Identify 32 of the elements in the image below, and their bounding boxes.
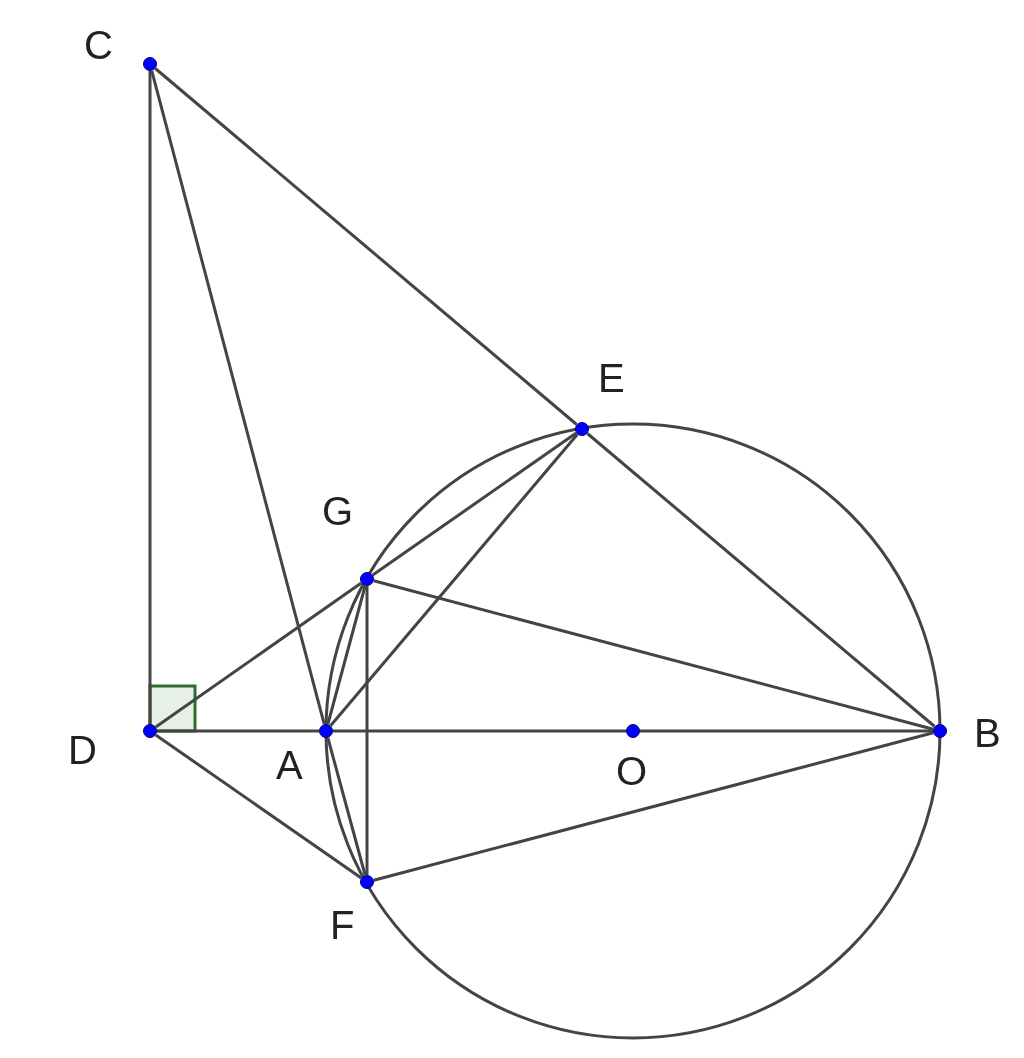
point-dot	[626, 724, 640, 738]
point-dot	[575, 422, 589, 436]
line-segment	[154, 733, 363, 880]
line-segment	[326, 737, 367, 876]
line-segment	[154, 581, 363, 729]
line-segment	[333, 729, 626, 733]
line-segment	[150, 70, 326, 725]
line-segment	[148, 71, 152, 724]
point-dot	[933, 724, 947, 738]
point-dot	[360, 875, 374, 889]
line-segment	[365, 586, 369, 875]
point-dot	[143, 57, 157, 71]
point-label: F	[330, 905, 355, 945]
point-dot	[319, 724, 333, 738]
line-segment	[640, 729, 933, 733]
line-segment	[373, 731, 934, 882]
line-segment	[586, 432, 936, 728]
point-label: C	[84, 25, 113, 65]
point-label: G	[322, 491, 354, 531]
point-label: D	[68, 730, 97, 770]
line-segment	[157, 729, 319, 733]
point-label: B	[974, 713, 1001, 753]
line-segment	[329, 433, 579, 727]
point-label: E	[598, 358, 625, 398]
point-label: O	[616, 751, 648, 791]
point-label: A	[276, 745, 303, 785]
line-segment	[154, 67, 578, 426]
line-segment	[373, 579, 934, 731]
line-segment	[326, 585, 367, 725]
line-segment	[371, 431, 578, 577]
point-dot	[143, 724, 157, 738]
point-dot	[360, 572, 374, 586]
